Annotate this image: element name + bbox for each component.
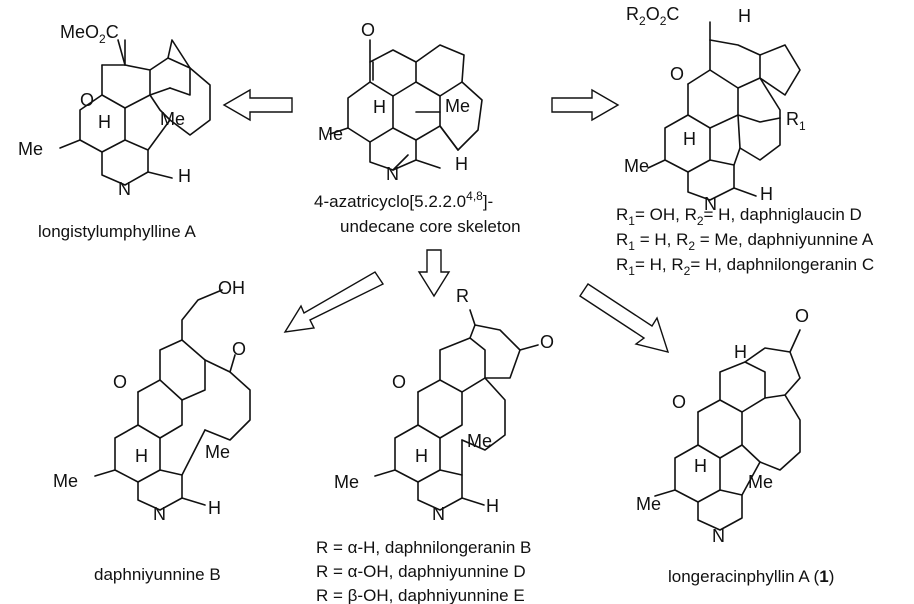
daphniglaucin-r1: R1 <box>786 109 806 133</box>
arrow-right <box>551 88 620 122</box>
right-legend-line-2: R1 = H, R2 = Me, daphniyunnine A <box>616 230 874 253</box>
arrow-down-right <box>579 283 670 353</box>
core-name-line2: undecane core skeleton <box>340 217 521 236</box>
core-methyl-left: Me <box>318 124 343 144</box>
longeracinphyllin-o-top: O <box>795 306 809 326</box>
daphniyunnine-b-structure <box>94 289 251 511</box>
longeracinphyllin-o-left: O <box>672 392 686 412</box>
middle-legend-line-1: R = α-H, daphnilongeranin B <box>316 538 531 557</box>
core-skeleton-structure <box>329 39 483 171</box>
arrow-down-left <box>283 271 385 333</box>
middle-legend-line-2: R = α-OH, daphniyunnine D <box>316 562 526 581</box>
core-n: N <box>386 164 399 184</box>
core-carbonyl-o: O <box>361 20 375 40</box>
daphniglaucin-h-mid: H <box>683 129 696 149</box>
longeracinphyllin-h-mid: H <box>694 456 707 476</box>
longeracinphyllin-n: N <box>712 526 725 546</box>
daphniyunnine-b-oh: OH <box>218 278 245 298</box>
longi-h-bottom: H <box>178 166 191 186</box>
middle-legend-line-3: R = β-OH, daphniyunnine E <box>316 586 525 604</box>
right-legend-line-1: R1= OH, R2= H, daphniglaucin D <box>616 205 862 228</box>
daphniglaucin-ester-label: R2O2C <box>626 4 679 28</box>
longi-h-top: H <box>98 112 111 132</box>
right-legend-line-3: R1= H, R2= H, daphnilongeranin C <box>616 255 874 278</box>
daphniglaucin-carbonyl-o: O <box>670 64 684 84</box>
daphniyunnine-b-methyl-left: Me <box>53 471 78 491</box>
longi-ester-label: MeO2C <box>60 22 119 46</box>
middle-methyl: Me <box>467 431 492 451</box>
longi-carbonyl-o: O <box>80 90 94 110</box>
daphniyunnine-b-name: daphniyunnine B <box>94 565 221 584</box>
core-h-top: H <box>373 97 386 117</box>
longistylumphylline-a-name: longistylumphylline A <box>38 222 196 241</box>
daphniyunnine-b-o-right: O <box>232 339 246 359</box>
middle-methyl-left: Me <box>334 472 359 492</box>
middle-r-label: R <box>456 286 469 306</box>
daphniglaucin-methyl: Me <box>624 156 649 176</box>
longi-methyl-left: Me <box>18 139 43 159</box>
daphniyunnine-b-h-bottom: H <box>208 498 221 518</box>
longeracinphyllin-methyl-left: Me <box>636 494 661 514</box>
daphniyunnine-b-h-top: H <box>135 446 148 466</box>
longeracinphyllin-methyl: Me <box>748 472 773 492</box>
core-h-bottom: H <box>455 154 468 174</box>
daphniglaucin-h-bottom: H <box>760 184 773 204</box>
core-name-line1: 4-azatricyclo[5.2.2.04,8]- <box>314 189 493 211</box>
arrow-down <box>417 249 451 298</box>
daphniyunnine-b-n: N <box>153 504 166 524</box>
middle-h-bottom: H <box>486 496 499 516</box>
longeracinphyllin-a-name: longeracinphyllin A (1) <box>668 567 834 586</box>
longi-n: N <box>118 179 131 199</box>
right-legend: R1= OH, R2= H, daphniglaucin D R1 = H, R… <box>616 205 874 278</box>
longeracinphyllin-h-top: H <box>734 342 747 362</box>
longistylumphylline-a-structure <box>59 39 211 186</box>
longeracinphyllin-a-structure <box>654 329 801 531</box>
middle-o-left: O <box>392 372 406 392</box>
middle-h-top: H <box>415 446 428 466</box>
middle-legend: R = α-H, daphnilongeranin B R = α-OH, da… <box>316 538 531 604</box>
daphniglaucin-structure <box>647 21 801 201</box>
middle-n: N <box>432 504 445 524</box>
daphniglaucin-h-top: H <box>738 6 751 26</box>
middle-o-right: O <box>540 332 554 352</box>
daphnilongeranin-b-structure <box>374 309 539 511</box>
daphniyunnine-b-methyl: Me <box>205 442 230 462</box>
daphniyunnine-b-o-left: O <box>113 372 127 392</box>
arrow-left <box>222 88 293 122</box>
core-methyl: Me <box>445 96 470 116</box>
daphniglaucin-n: N <box>704 194 717 214</box>
longi-methyl: Me <box>160 109 185 129</box>
